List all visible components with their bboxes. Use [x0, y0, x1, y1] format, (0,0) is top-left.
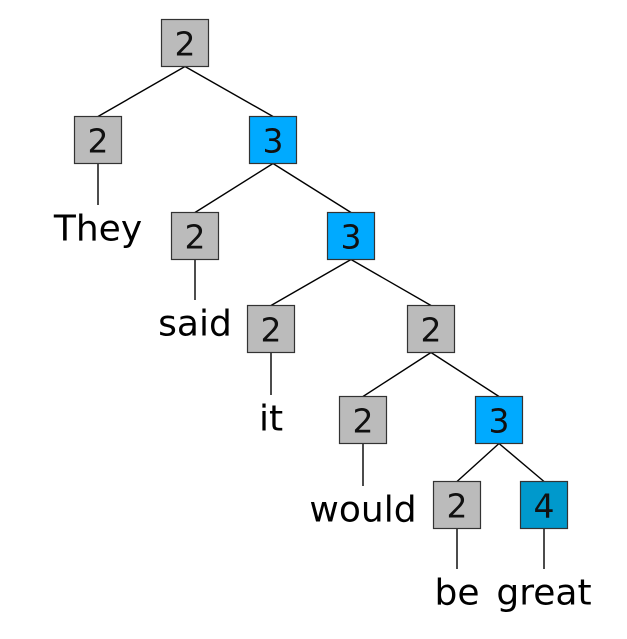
node-box [160, 18, 210, 68]
node-box [248, 115, 298, 165]
node-box [338, 395, 388, 445]
node-box [73, 115, 123, 165]
tree-edge [270, 258, 352, 307]
tree-edge [498, 442, 545, 483]
tree-node: 2 [170, 211, 220, 261]
node-sentiment-label: 3 [263, 122, 284, 161]
node-box [406, 304, 456, 354]
node-box [432, 480, 482, 530]
tree-edge [350, 258, 432, 307]
tree-node: 2 [406, 304, 456, 354]
leaf-word: would [309, 490, 416, 531]
node-sentiment-label: 4 [534, 487, 555, 526]
tree-edge [184, 65, 274, 118]
leaf-word: be [435, 573, 480, 614]
tree-edge [430, 351, 500, 398]
node-sentiment-label: 2 [447, 487, 468, 526]
tree-edge [272, 162, 352, 214]
tree-node: 2 [160, 18, 210, 68]
tree-edge [362, 351, 432, 398]
tree-node: 4 [519, 480, 569, 530]
node-box [474, 395, 524, 445]
tree-node: 2 [338, 395, 388, 445]
node-box [519, 480, 569, 530]
node-sentiment-label: 2 [175, 25, 196, 64]
tree-node: 2 [246, 304, 296, 354]
tree-node: 3 [248, 115, 298, 165]
leaf-word: it [259, 399, 283, 440]
node-box [326, 211, 376, 261]
leaf-word: said [158, 304, 232, 345]
tree-node: 2 [432, 480, 482, 530]
node-sentiment-label: 2 [185, 218, 206, 257]
node-sentiment-label: 3 [489, 402, 510, 441]
node-sentiment-label: 3 [341, 218, 362, 257]
node-sentiment-label: 2 [353, 402, 374, 441]
tree-edge [97, 65, 186, 118]
node-box [246, 304, 296, 354]
node-sentiment-label: 2 [88, 122, 109, 161]
node-sentiment-label: 2 [421, 311, 442, 350]
leaf-word: great [496, 573, 591, 614]
tree-node: 2 [73, 115, 123, 165]
tree-node: 3 [326, 211, 376, 261]
node-sentiment-label: 2 [261, 311, 282, 350]
node-box [170, 211, 220, 261]
tree-edge [194, 162, 274, 214]
tree-edge [456, 442, 500, 483]
leaf-word: They [53, 209, 142, 250]
tree-node: 3 [474, 395, 524, 445]
